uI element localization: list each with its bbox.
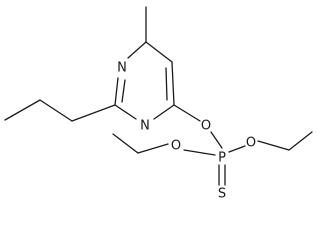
bond-propyl-2 bbox=[39, 99, 73, 122]
bond-o-p bbox=[210, 131, 223, 149]
bond-o-ch2-left bbox=[137, 143, 169, 154]
bond-p-o-right bbox=[228, 145, 246, 153]
bond-c2-n1-inner bbox=[121, 79, 126, 103]
atom-n-upper: N bbox=[117, 61, 127, 76]
bond-propyl-3 bbox=[4, 99, 41, 121]
bond-c4-o bbox=[173, 104, 201, 122]
bond-o-ch2-right bbox=[257, 140, 290, 151]
bond-ch2-ch3-right bbox=[288, 131, 313, 151]
atom-o-aryl: O bbox=[201, 119, 211, 134]
atom-o-ethoxy-right: O bbox=[246, 136, 256, 151]
pyrimidine-ring bbox=[114, 41, 175, 120]
ethoxy-right bbox=[228, 131, 313, 153]
chemical-structure-diagram: N N O O P O S bbox=[4, 6, 313, 202]
bond-c6-c5 bbox=[145, 41, 173, 63]
atom-n-lower: N bbox=[140, 119, 150, 134]
bond-c4-c5-inner bbox=[165, 67, 168, 101]
propyl-chain bbox=[4, 99, 116, 122]
atom-o-ethoxy-left: O bbox=[171, 139, 181, 154]
bond-n1-c6 bbox=[127, 41, 147, 59]
bond-c4-n3 bbox=[153, 104, 175, 120]
bond-c5-c4 bbox=[171, 61, 175, 106]
bond-propyl-1 bbox=[71, 104, 116, 122]
bond-ch2-ch3-left bbox=[112, 133, 139, 154]
ethoxy-left bbox=[112, 133, 216, 156]
bond-p-o-left bbox=[183, 149, 216, 156]
bond-n3-c2 bbox=[114, 104, 137, 120]
atom-p: P bbox=[218, 151, 226, 166]
atom-s: S bbox=[218, 187, 226, 202]
bond-c2-n1 bbox=[114, 77, 119, 106]
thiono-double-bond bbox=[218, 164, 226, 186]
